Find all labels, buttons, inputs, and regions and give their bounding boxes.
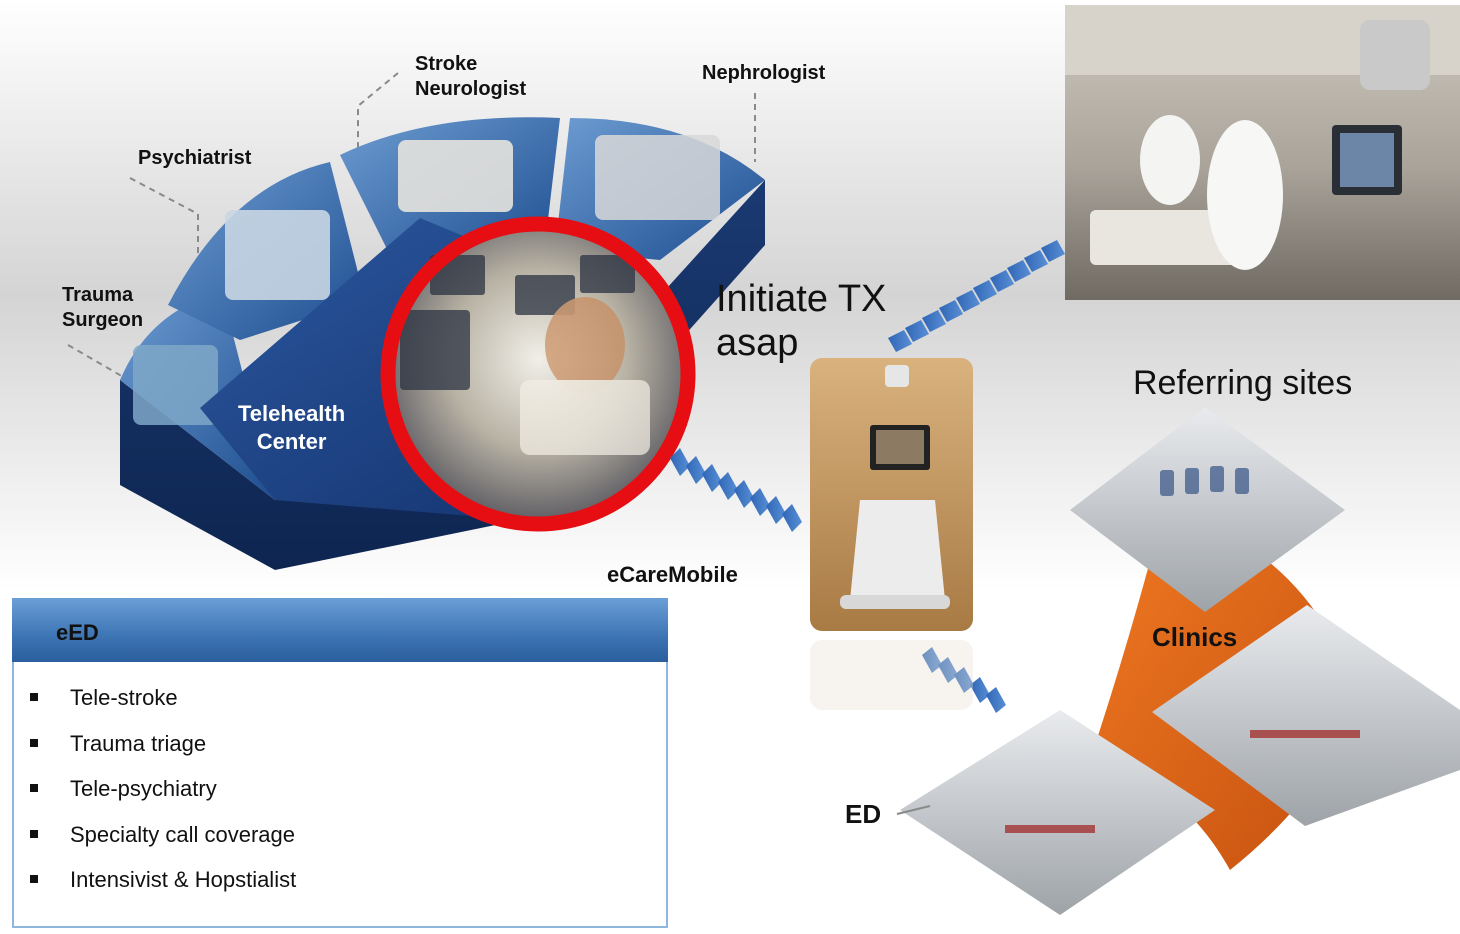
label-clinics: Clinics — [1152, 622, 1238, 652]
label-ed: ED — [845, 799, 882, 829]
clinic-top-chairs — [1160, 466, 1249, 496]
bullet-icon — [30, 829, 38, 838]
label-referring-sites: Referring sites — [1133, 364, 1353, 402]
bullet-icon — [30, 875, 38, 883]
label-psychiatrist: Psychiatrist — [138, 147, 252, 169]
clinics-room-stripe — [1250, 730, 1360, 738]
eed-service-list: Tele-stroke Trauma triage Tele-psychiatr… — [30, 680, 296, 908]
eed-header — [12, 598, 668, 662]
center-photo-monitors — [400, 255, 650, 455]
photo-nephrologist — [595, 135, 720, 220]
label-stroke-neurologist: Stroke Neurologist — [415, 53, 527, 100]
photo-clinics-room — [1152, 605, 1460, 826]
link-stripes-bottom — [922, 647, 1006, 713]
bullet-icon — [30, 738, 38, 747]
photo-trauma-surgeon — [133, 345, 218, 425]
list-item: Trauma triage — [30, 726, 296, 772]
list-item: Specialty call coverage — [30, 817, 296, 863]
link-stripes-top — [888, 240, 1065, 352]
photo-referring-clinic-top — [1070, 407, 1345, 612]
link-stripes-center — [670, 448, 802, 532]
list-item: Intensivist & Hopstialist — [30, 862, 296, 908]
label-ecaremobile: eCareMobile — [607, 562, 738, 587]
label-telehealth-center: Telehealth Center — [238, 401, 346, 454]
label-initiate-tx: Initiate TX asap — [716, 278, 887, 364]
photo-ecaremobile-cart — [810, 358, 973, 710]
photo-ed-room — [900, 710, 1215, 915]
list-item: Tele-stroke — [30, 680, 296, 726]
list-item: Tele-psychiatry — [30, 771, 296, 817]
label-nephrologist: Nephrologist — [702, 62, 826, 84]
bullet-icon — [30, 784, 38, 792]
ed-room-stripe — [1005, 825, 1095, 833]
leader-lines — [67, 72, 756, 379]
ed-leader — [896, 805, 931, 815]
red-ring — [380, 216, 696, 532]
photo-psychiatrist — [225, 210, 330, 300]
eed-title: eED — [56, 620, 99, 645]
bullet-icon — [30, 693, 38, 701]
photo-hospital-room — [1065, 5, 1460, 300]
label-trauma-surgeon: Trauma Surgeon — [62, 284, 144, 331]
photo-stroke-neurologist — [398, 140, 513, 212]
